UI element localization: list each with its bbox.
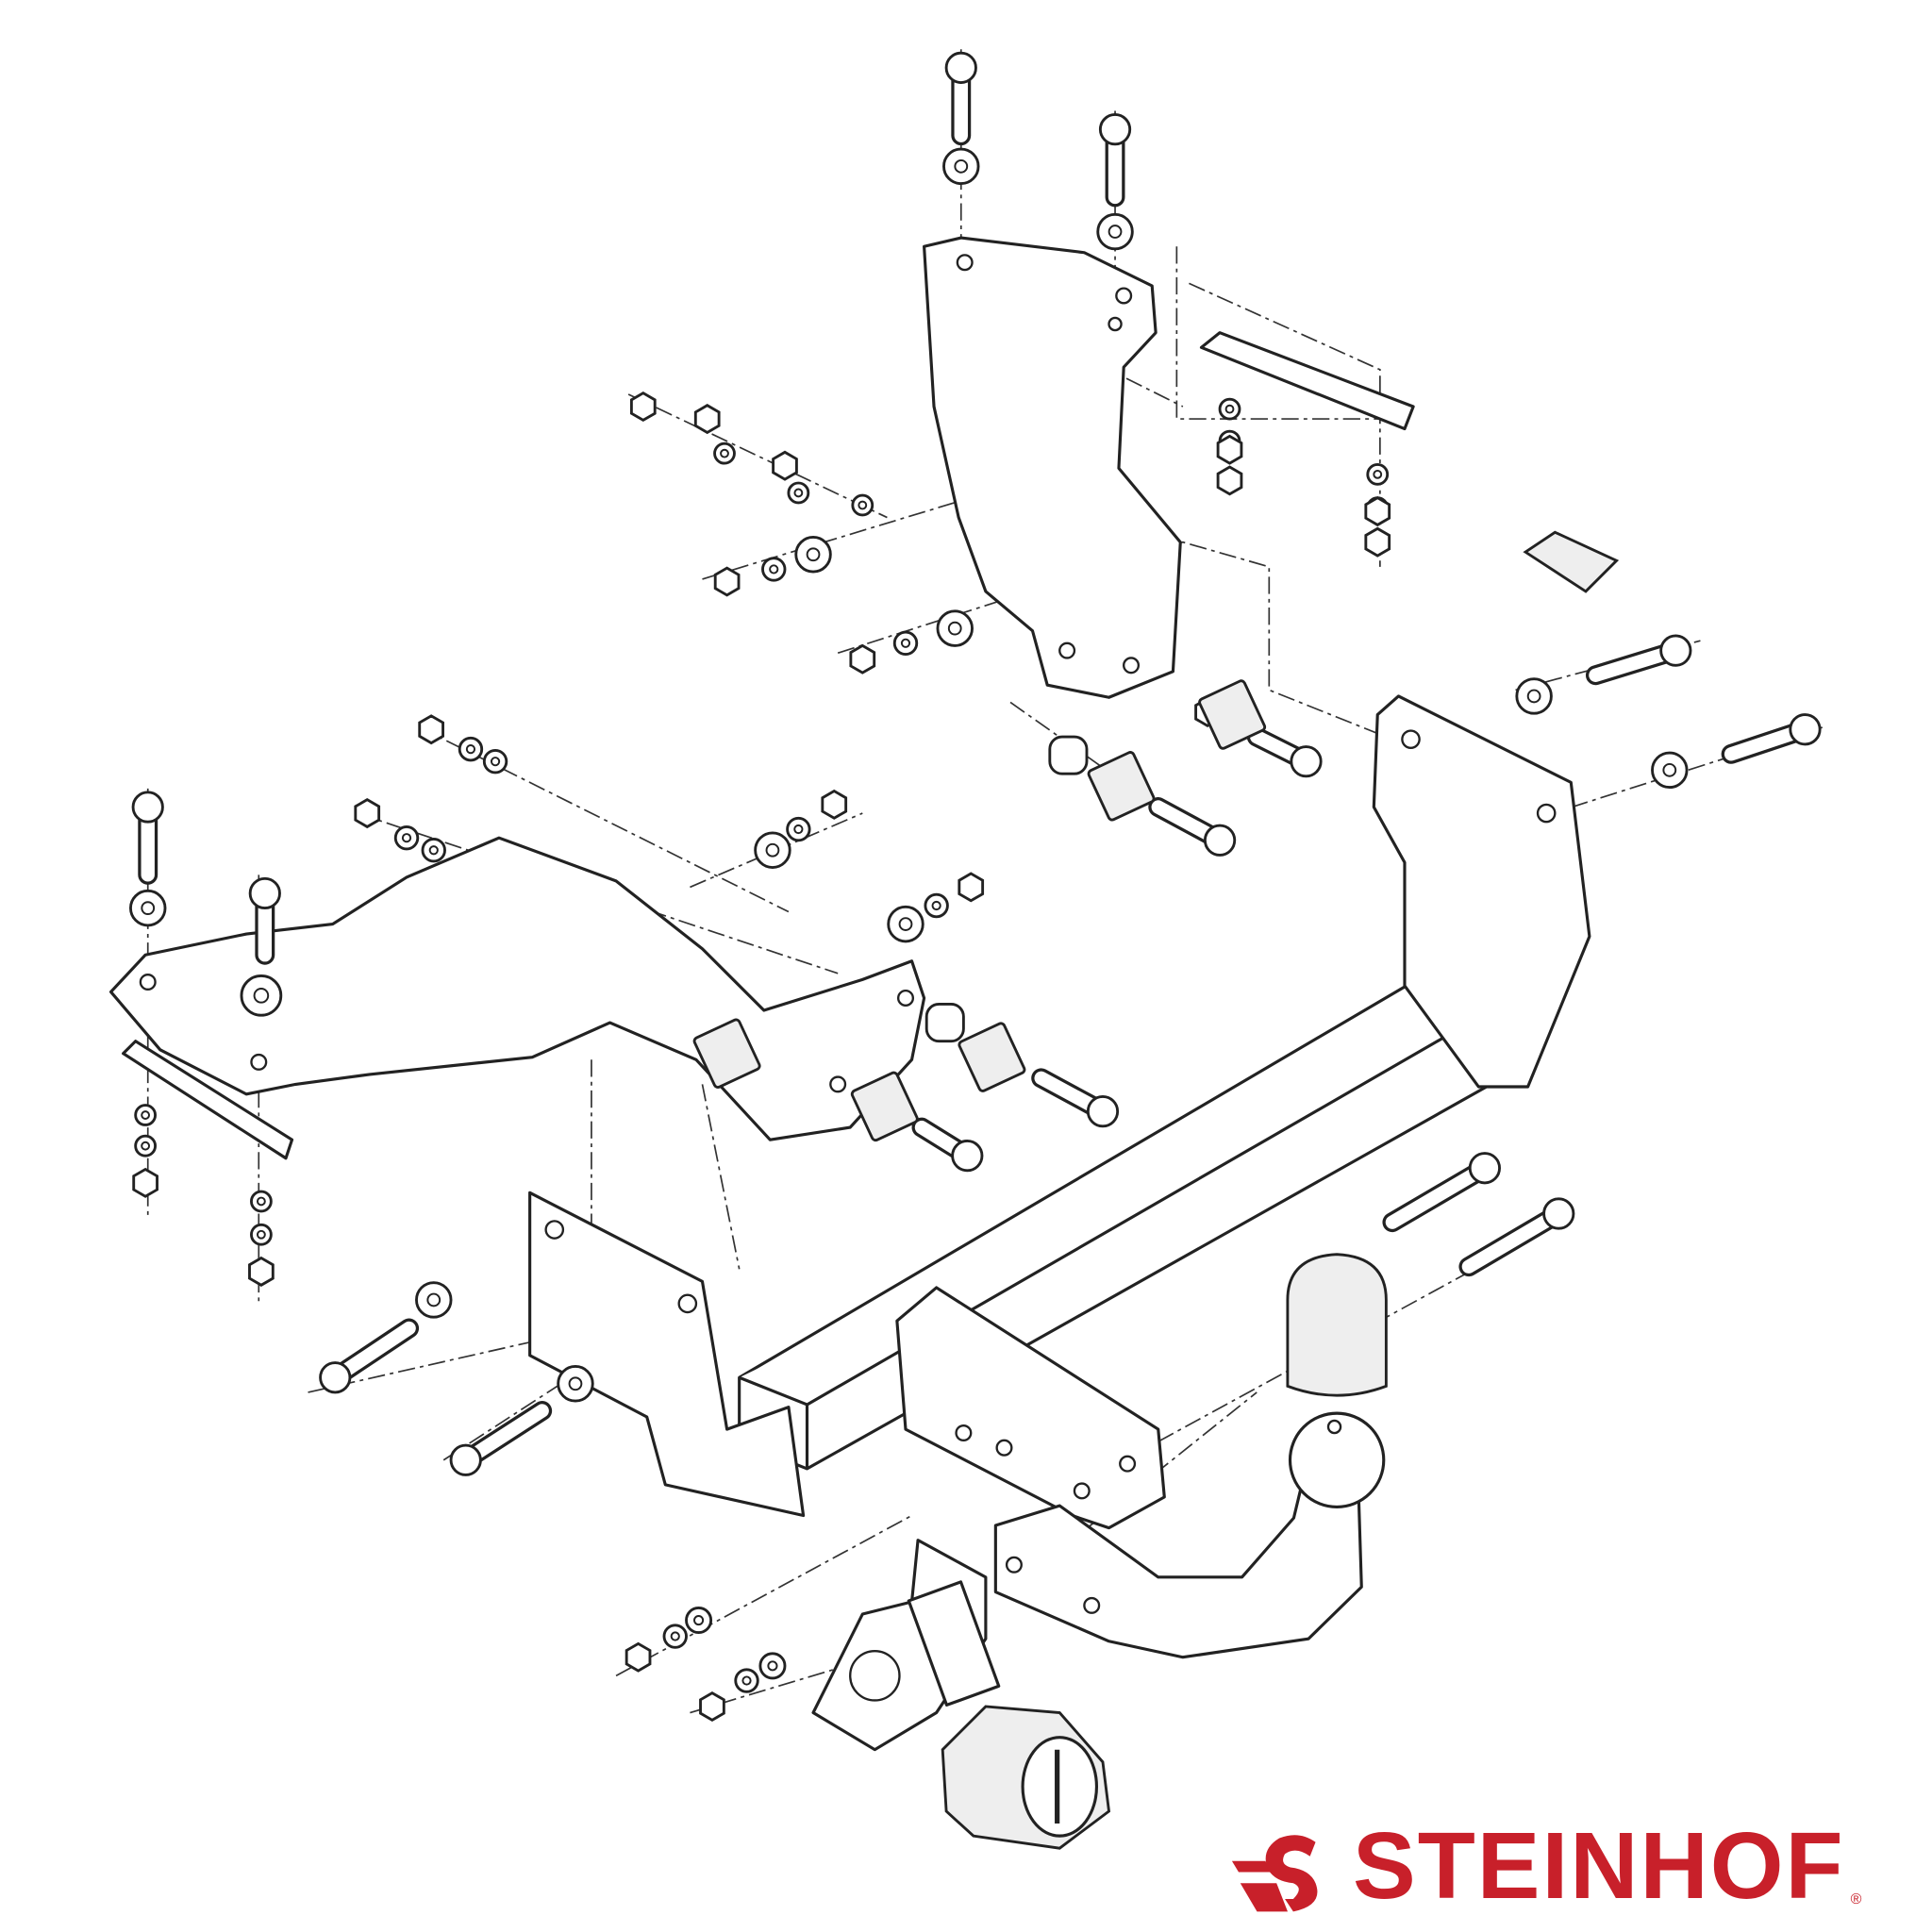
bolt-head-icon bbox=[1203, 824, 1237, 857]
hex-nut-icon bbox=[958, 872, 985, 903]
washer-hole bbox=[900, 638, 911, 648]
washer-hole bbox=[568, 1376, 583, 1391]
washer-hole bbox=[141, 1141, 151, 1151]
spacer-plate bbox=[1198, 679, 1267, 750]
washer-hole bbox=[693, 1614, 705, 1626]
bolt-head-icon bbox=[1542, 1197, 1575, 1230]
spacer-sleeve bbox=[1048, 735, 1089, 775]
washer-hole bbox=[720, 448, 729, 458]
hex-nut-icon bbox=[821, 789, 848, 820]
logo-text: STEINHOF bbox=[1353, 1813, 1845, 1919]
tow-ball bbox=[1288, 1411, 1386, 1508]
hex-nut-icon bbox=[772, 450, 798, 481]
spacer-plate bbox=[692, 1018, 761, 1089]
right-side-plate bbox=[1372, 694, 1591, 1089]
towball-neck bbox=[993, 1411, 1386, 1659]
washer-hole bbox=[253, 988, 270, 1004]
washer-hole bbox=[1108, 225, 1123, 239]
towball-mount-bracket bbox=[895, 1286, 1166, 1530]
washer-hole bbox=[793, 824, 804, 835]
left-side-plate bbox=[528, 1191, 806, 1518]
washer-hole bbox=[931, 900, 941, 911]
washer-hole bbox=[490, 757, 501, 767]
bolt-head-icon bbox=[248, 876, 281, 910]
washer-hole bbox=[793, 488, 804, 498]
washer-hole bbox=[947, 621, 962, 636]
hex-nut-icon bbox=[248, 1256, 275, 1287]
hex-nut-icon bbox=[699, 1690, 725, 1723]
bolt-head-icon bbox=[1789, 713, 1822, 746]
washer-hole bbox=[426, 1292, 441, 1307]
washer-hole bbox=[767, 1660, 778, 1672]
washer-hole bbox=[1373, 469, 1383, 479]
bolt-head-icon bbox=[1290, 745, 1323, 778]
washer-hole bbox=[401, 833, 412, 843]
bolt-head-icon bbox=[131, 791, 164, 824]
bolt-head-icon bbox=[1086, 1095, 1120, 1128]
electric-socket bbox=[941, 1705, 1111, 1850]
washer-hole bbox=[670, 1631, 680, 1641]
registered-mark: ® bbox=[1850, 1891, 1862, 1907]
hex-nut-icon bbox=[418, 714, 444, 745]
spacer-plate bbox=[1087, 751, 1156, 822]
hex-nut-icon bbox=[849, 643, 876, 675]
hex-nut-icon bbox=[1364, 526, 1391, 558]
left-bracket bbox=[108, 836, 926, 1141]
hex-nut-icon bbox=[693, 404, 721, 435]
hex-nut-icon bbox=[354, 798, 381, 829]
washer-hole bbox=[858, 500, 868, 510]
washer-hole bbox=[898, 917, 913, 931]
bolt-head-icon bbox=[944, 51, 977, 84]
washer-hole bbox=[765, 842, 780, 858]
bolt-head-icon bbox=[449, 1443, 482, 1476]
upper-right-bracket bbox=[923, 236, 1182, 699]
bolt-head-icon bbox=[1098, 113, 1132, 146]
hex-nut-icon bbox=[1364, 496, 1391, 527]
washer-hole bbox=[428, 845, 439, 856]
hex-nut-icon bbox=[1216, 434, 1243, 465]
washer-hole bbox=[1526, 689, 1541, 704]
hex-nut-icon bbox=[713, 566, 741, 597]
bolt-head-icon bbox=[1659, 634, 1692, 667]
spacer-sleeve bbox=[924, 1003, 965, 1043]
washer-hole bbox=[1224, 404, 1235, 414]
bolt-head-icon bbox=[1468, 1152, 1501, 1185]
washer-hole bbox=[256, 1229, 266, 1240]
hex-nut-icon bbox=[1216, 465, 1243, 496]
washer-hole bbox=[769, 564, 779, 575]
strap-plates bbox=[122, 331, 1620, 1160]
hex-nut-icon bbox=[625, 1641, 652, 1673]
spacer-plate bbox=[958, 1022, 1026, 1092]
bolt-shank-fill bbox=[1385, 1161, 1492, 1229]
washer-hole bbox=[1662, 762, 1677, 777]
washer-hole bbox=[141, 1110, 151, 1120]
washer-hole bbox=[465, 744, 476, 755]
bolt-head-icon bbox=[951, 1140, 984, 1173]
hex-nut-icon bbox=[629, 391, 657, 423]
washer-hole bbox=[256, 1196, 266, 1207]
towball-cap bbox=[1286, 1253, 1388, 1397]
washer-hole bbox=[806, 547, 821, 562]
fastener-hardware bbox=[129, 51, 1822, 1723]
spacer-plate bbox=[850, 1071, 919, 1142]
bolt-head-icon bbox=[319, 1361, 352, 1394]
washer-hole bbox=[954, 158, 969, 174]
socket-plate bbox=[811, 1539, 1001, 1752]
steinhof-logo: STEINHOF ® bbox=[1226, 1809, 1861, 1913]
steinhof-emblem-icon bbox=[1231, 1835, 1318, 1912]
hex-nut-icon bbox=[132, 1167, 158, 1198]
washer-hole bbox=[741, 1675, 752, 1686]
bolt-shank-fill bbox=[1461, 1207, 1566, 1274]
washer-hole bbox=[141, 901, 156, 915]
